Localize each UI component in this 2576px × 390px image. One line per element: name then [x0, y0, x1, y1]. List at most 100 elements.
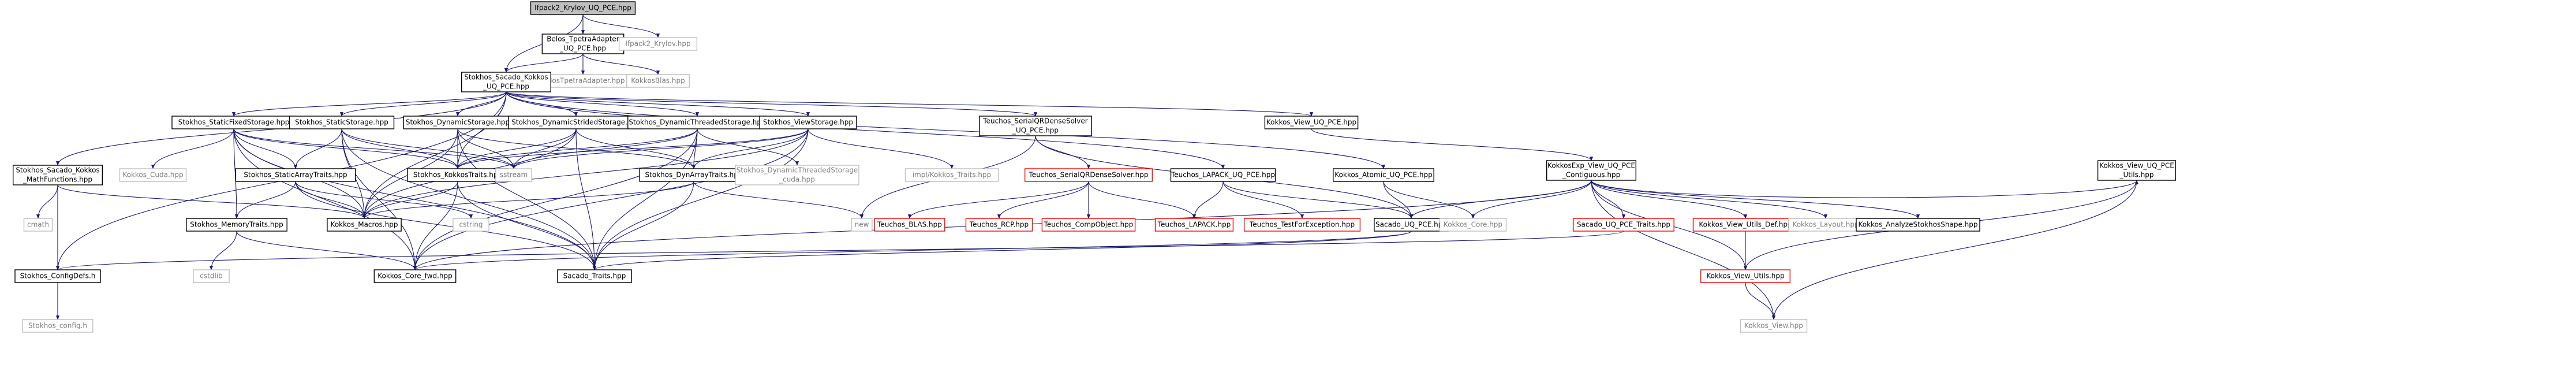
- node-ssmath-label-1: _MathFunctions.hpp: [23, 176, 92, 184]
- node-kass-label-0: Kokkos_AnalyzeStokhosShape.hpp: [1858, 221, 1977, 229]
- node-ssmath[interactable]: Stokhos_Sacado_Kokkos _MathFunctions.hpp: [13, 165, 103, 185]
- edge-ssat-to-straits: [295, 181, 597, 270]
- node-scfg-label-0: Stokhos_config.h: [28, 322, 87, 330]
- node-sview-box: [759, 116, 857, 129]
- node-trcp[interactable]: Teuchos_RCP.hpp: [965, 218, 1033, 232]
- node-tsqr[interactable]: Teuchos_SerialQRDenseSolver_UQ_PCE.hpp: [979, 116, 1092, 136]
- node-sskpce[interactable]: Stokhos_Sacado_Kokkos_UQ_PCE.hpp: [461, 72, 552, 92]
- node-tsqrds-box: [1024, 168, 1153, 182]
- edge-sview-to-kcorefwd: [413, 128, 809, 270]
- node-tsqr-label-1: _UQ_PCE.hpp: [1012, 127, 1059, 135]
- node-newh-box: [851, 218, 873, 232]
- node-kviewh-label-0: Kokkos_View.hpp: [1744, 322, 1803, 330]
- node-kvuqu[interactable]: Kokkos_View_UQ_PCE_Utils.hpp: [2097, 160, 2177, 181]
- node-belosta-label-0: BelosTpetraAdapter.hpp: [541, 77, 625, 85]
- node-katomic[interactable]: Kokkos_Atomic_UQ_PCE.hpp: [1333, 168, 1434, 182]
- node-suqpcet-label-0: Sacado_UQ_PCE_Traits.hpp: [1577, 221, 1670, 229]
- node-sstatic-box: [289, 116, 395, 129]
- edge-kexp-to-kass: [1591, 180, 1920, 219]
- edge-ssmath-to-kmacros: [57, 184, 366, 219]
- edge-sfixed-to-kcuda: [151, 128, 234, 169]
- node-sdyn[interactable]: Stokhos_DynamicStorage.hpp: [403, 116, 513, 129]
- edge-ssat-to-smt: [234, 181, 296, 219]
- node-kexp-label-0: KokkosExp_View_UQ_PCE: [1547, 162, 1635, 170]
- node-suqpcet[interactable]: Sacado_UQ_PCE_Traits.hpp: [1573, 218, 1674, 232]
- edge-kexp-to-kvuqu: [1591, 180, 2138, 198]
- edge-sskpce-to-kmacros: [362, 91, 507, 219]
- node-katomic-label-0: Kokkos_Atomic_UQ_PCE.hpp: [1334, 171, 1432, 179]
- node-straits[interactable]: Sacado_Traits.hpp: [557, 269, 632, 283]
- edge-sview-to-kmacros: [362, 128, 809, 219]
- edge-sfixed-to-skt: [233, 128, 460, 169]
- node-kview-label-0: Kokkos_View_UQ_PCE.hpp: [1266, 118, 1356, 127]
- node-belos[interactable]: Belos_TpetraAdapter_UQ_PCE.hpp: [541, 34, 625, 54]
- node-sdat-label-0: Stokhos_DynArrayTraits.hpp: [645, 171, 743, 179]
- node-ssmath-label-0: Stokhos_Sacado_Kokkos: [16, 166, 99, 174]
- node-root-label-0: Ifpack2_Krylov_UQ_PCE.hpp: [534, 4, 631, 12]
- node-newh-label-0: new: [855, 221, 869, 229]
- node-kmacros-box: [327, 218, 402, 232]
- node-suqpce[interactable]: Sacado_UQ_PCE.hpp: [1374, 218, 1449, 232]
- node-tlap[interactable]: Teuchos_LAPACK.hpp: [1154, 218, 1234, 232]
- node-kcorefwd[interactable]: Kokkos_Core_fwd.hpp: [373, 269, 457, 283]
- node-suqpce-label-0: Sacado_UQ_PCE.hpp: [1375, 221, 1447, 229]
- edge-sdynstr-to-straits: [575, 128, 597, 270]
- edge-smt-to-cstdlib: [209, 231, 237, 270]
- node-kass-box: [1856, 218, 1980, 232]
- node-sdtscuda-label-0: Stokhos_DynamicThreadedStorage: [736, 166, 858, 174]
- edge-sview-to-straits: [592, 128, 809, 270]
- node-scd[interactable]: Stokhos_ConfigDefs.h: [14, 269, 101, 283]
- edge-tlapack-to-suqpce: [1222, 181, 1414, 219]
- node-belos-label-1: _UQ_PCE.hpp: [559, 44, 606, 53]
- node-kass[interactable]: Kokkos_AnalyzeStokhosShape.hpp: [1856, 218, 1980, 232]
- node-tlapack[interactable]: Teuchos_LAPACK_UQ_PCE.hpp: [1170, 168, 1276, 182]
- edge-sskpce-to-sstatic: [340, 91, 507, 117]
- node-cstring-box: [453, 218, 489, 232]
- node-sstatic[interactable]: Stokhos_StaticStorage.hpp: [289, 116, 395, 129]
- node-sdyn-label-0: Stokhos_DynamicStorage.hpp: [406, 118, 510, 127]
- node-skt[interactable]: Stokhos_KokkosTraits.hpp: [407, 168, 509, 182]
- node-kmacros[interactable]: Kokkos_Macros.hpp: [327, 218, 402, 232]
- node-kvuqu-label-1: _Utils.hpp: [2119, 171, 2153, 179]
- node-sdynthr[interactable]: Stokhos_DynamicThreadedStorage.hpp: [627, 116, 767, 129]
- node-ssat[interactable]: Stokhos_StaticArrayTraits.hpp: [235, 168, 356, 182]
- node-straits-label-0: Sacado_Traits.hpp: [563, 272, 626, 280]
- edge-sview-to-sdat: [691, 128, 809, 169]
- node-ttfe-box: [1243, 218, 1361, 232]
- node-sdat[interactable]: Stokhos_DynArrayTraits.hpp: [639, 168, 749, 182]
- edge-sdynthr-to-sdtscuda: [697, 128, 799, 166]
- node-tblas[interactable]: Teuchos_BLAS.hpp: [874, 218, 945, 232]
- edge-tsqrds-to-tlap: [1088, 181, 1197, 219]
- node-kview[interactable]: Kokkos_View_UQ_PCE.hpp: [1264, 116, 1359, 129]
- node-kcorefwd-label-0: Kokkos_Core_fwd.hpp: [377, 272, 453, 280]
- node-tblas-box: [874, 218, 945, 232]
- edge-sdynthr-to-kcorefwd: [413, 128, 698, 270]
- node-cstring: cstring: [453, 218, 489, 232]
- edge-sdynstr-to-skt: [455, 128, 577, 169]
- node-kvu[interactable]: Kokkos_View_Utils.hpp: [1700, 269, 1790, 283]
- node-sview[interactable]: Stokhos_ViewStorage.hpp: [759, 116, 857, 129]
- node-kview-box: [1264, 116, 1359, 129]
- edge-sview-to-sstream: [512, 128, 809, 169]
- node-sskpce-box: [461, 72, 552, 92]
- node-tsqrds[interactable]: Teuchos_SerialQRDenseSolver.hpp: [1024, 168, 1153, 182]
- edge-kexp-to-kvud: [1591, 180, 1748, 219]
- node-cstring-label-0: cstring: [459, 221, 483, 229]
- node-kviewh: Kokkos_View.hpp: [1740, 319, 1808, 333]
- node-ttfe[interactable]: Teuchos_TestForException.hpp: [1243, 218, 1361, 232]
- node-smt[interactable]: Stokhos_MemoryTraits.hpp: [186, 218, 287, 232]
- node-belosta: BelosTpetraAdapter.hpp: [536, 74, 630, 88]
- edge-sskpce-to-sdynthr: [506, 91, 699, 117]
- node-tcomp[interactable]: Teuchos_CompObject.hpp: [1041, 218, 1136, 232]
- edge-skt-to-kcorefwd: [413, 181, 458, 270]
- node-kblas-box: [626, 74, 690, 88]
- node-sdynstr[interactable]: Stokhos_DynamicStridedStorage.hpp: [508, 116, 644, 129]
- node-root[interactable]: Ifpack2_Krylov_UQ_PCE.hpp: [530, 1, 636, 15]
- node-kvud[interactable]: Kokkos_View_Utils_Def.hpp: [1692, 218, 1799, 232]
- edge-tlapack-to-tlap: [1192, 181, 1224, 219]
- node-sskpce-label-0: Stokhos_Sacado_Kokkos: [464, 73, 548, 81]
- node-kcorefwd-box: [373, 269, 457, 283]
- node-kexp[interactable]: KokkosExp_View_UQ_PCE_Contiguous.hpp: [1546, 160, 1636, 181]
- node-sfixed[interactable]: Stokhos_StaticFixedStorage.hpp: [171, 116, 296, 129]
- edge-ssat-to-cstring: [295, 181, 473, 219]
